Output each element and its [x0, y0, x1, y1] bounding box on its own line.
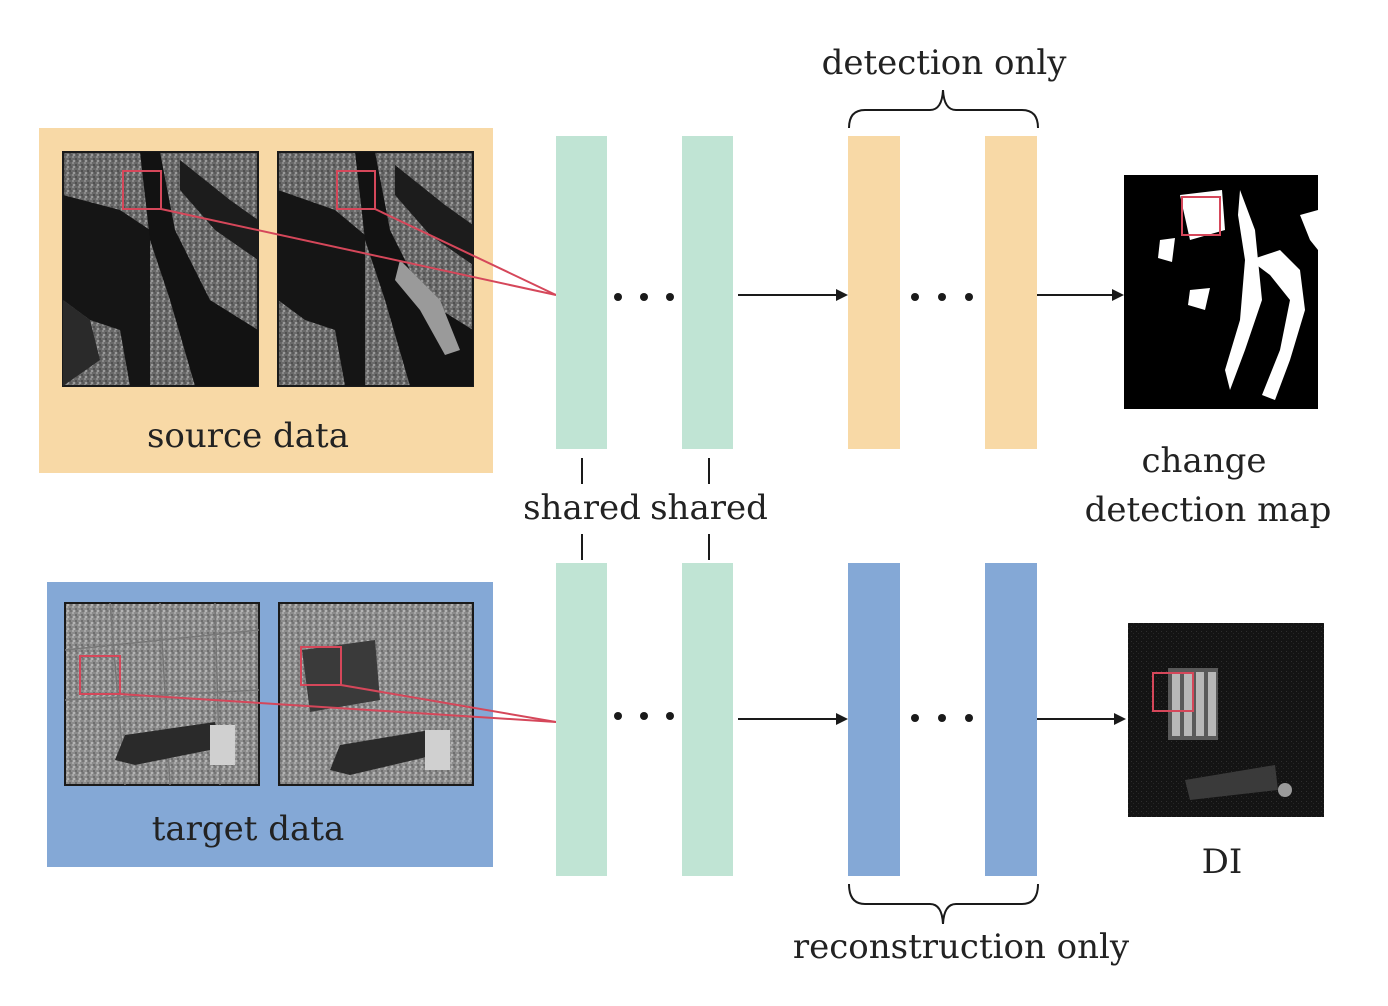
source-highlight-box-2	[336, 170, 376, 210]
ellipsis-dots	[614, 293, 973, 722]
shared-annotations: shared shared	[523, 458, 768, 560]
target-highlight-box-1	[79, 655, 121, 695]
detection-brace	[848, 89, 1039, 129]
patch-connector-lines	[119, 208, 557, 723]
source-data-label: source data	[147, 416, 349, 456]
target-highlight-box-2	[300, 646, 342, 686]
shared-label-1: shared	[523, 488, 641, 528]
shared-layer-top-1	[556, 136, 607, 449]
difference-image	[1128, 623, 1324, 817]
change-map-label-line1: change	[1142, 441, 1267, 481]
change-map-label-line2: detection map	[1085, 490, 1332, 530]
target-image-t2	[278, 602, 474, 786]
detection-layers	[848, 136, 1037, 449]
detection-only-label: detection only	[822, 43, 1068, 83]
detection-layer-2	[985, 136, 1037, 449]
target-data-panel: target data	[47, 582, 493, 867]
reconstruction-layer-1	[848, 563, 900, 876]
source-highlight-box-1	[122, 170, 162, 210]
detection-layer-1	[848, 136, 900, 449]
target-data-label: target data	[152, 809, 345, 849]
reconstruction-brace	[848, 883, 1039, 925]
shared-layer-bottom-1	[556, 563, 607, 876]
shared-layer-top-2	[682, 136, 733, 449]
di-highlight-box	[1152, 672, 1194, 712]
shared-label-2: shared	[650, 488, 768, 528]
flow-arrows	[738, 289, 1126, 725]
source-data-panel: source data	[39, 128, 493, 473]
reconstruction-layer-2	[985, 563, 1037, 876]
change-detection-map-image	[1124, 175, 1318, 409]
shared-layers	[556, 136, 733, 876]
shared-layer-bottom-2	[682, 563, 733, 876]
di-label: DI	[1202, 842, 1243, 882]
reconstruction-only-label: reconstruction only	[793, 927, 1130, 967]
change-map-highlight-box	[1181, 196, 1221, 236]
reconstruction-layers	[848, 563, 1037, 876]
